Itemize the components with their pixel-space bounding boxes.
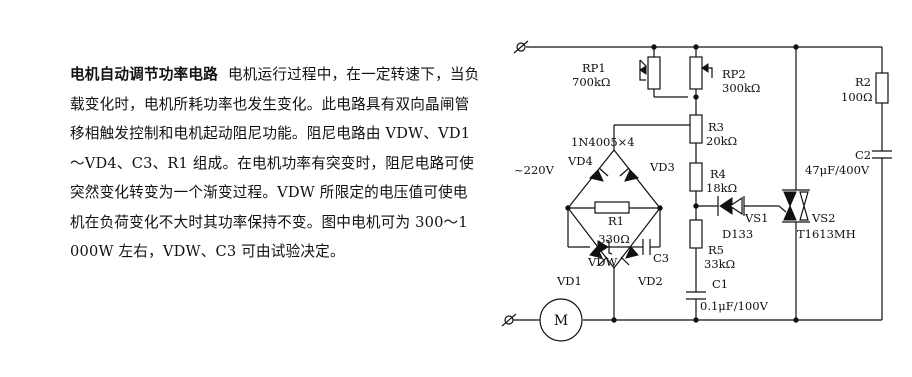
r4-name: R4 (710, 167, 726, 181)
vd2-label: VD2 (637, 274, 663, 288)
r3-name: R3 (708, 120, 724, 134)
r1-name: R1 (608, 214, 624, 228)
vdw-zener (597, 239, 630, 255)
r1-resistor (594, 201, 630, 214)
vd4-label: VD4 (567, 154, 593, 168)
vd4-diode (589, 167, 609, 182)
vd3-diode (619, 167, 639, 182)
vd2-diode (620, 246, 639, 266)
vs2-part: T1613MH (797, 227, 856, 241)
motor-label: M (554, 313, 568, 329)
supply-label: ~220V (514, 163, 555, 177)
r2-name: R2 (855, 75, 871, 89)
rp1-value: 700kΩ (572, 75, 610, 89)
r3-resistor (689, 114, 703, 144)
c2-name: C2 (855, 148, 871, 162)
r1-value: 330Ω (598, 232, 630, 246)
r2-resistor (875, 72, 889, 104)
vs2-triac (778, 189, 810, 223)
article: 电机自动调节功率电路电机运行过程中，在一定转速下，当负载变化时，电机所耗功率也发… (70, 60, 480, 267)
vdw-label: VDW (587, 255, 618, 269)
vd1-label: VD1 (556, 274, 582, 288)
r2-value: 100Ω (841, 90, 873, 104)
r3-value: 20kΩ (706, 134, 737, 148)
r5-value: 33kΩ (704, 257, 735, 271)
r4-value: 18kΩ (706, 181, 737, 195)
vs1-trigger-diode (717, 196, 745, 216)
rp2-value: 300kΩ (722, 81, 760, 95)
article-body: 电机运行过程中，在一定转速下，当负载变化时，电机所耗功率也发生变化。此电路具有双… (70, 66, 480, 260)
rp1-potentiometer (639, 56, 661, 90)
article-title: 电机自动调节功率电路 (70, 66, 218, 83)
motor: M (539, 298, 583, 342)
vs2-name: VS2 (811, 211, 836, 225)
c3-capacitor (642, 239, 651, 255)
c2-capacitor (872, 150, 892, 159)
article-paragraph: 电机自动调节功率电路电机运行过程中，在一定转速下，当负载变化时，电机所耗功率也发… (70, 60, 480, 267)
c1-capacitor (686, 291, 706, 300)
c1-value: 0.1μF/100V (700, 299, 769, 313)
c2-value: 47μF/400V (805, 163, 870, 177)
vd3-label: VD3 (649, 160, 675, 174)
rp1-name: RP1 (582, 61, 606, 75)
r5-resistor (689, 219, 703, 249)
c3-label: C3 (653, 251, 669, 265)
c1-name: C1 (712, 277, 728, 291)
r5-name: R5 (708, 243, 724, 257)
bridge-label: 1N4005×4 (571, 135, 635, 149)
rp2-potentiometer (689, 56, 709, 90)
r4-resistor (689, 162, 703, 192)
vs1-name: VS1 (744, 211, 769, 225)
rp2-name: RP2 (722, 67, 746, 81)
terminals (501, 40, 529, 327)
vs1-part: D133 (722, 227, 753, 241)
labels: RP1 700kΩ RP2 300kΩ R3 20kΩ R4 18kΩ R5 3… (514, 61, 873, 313)
